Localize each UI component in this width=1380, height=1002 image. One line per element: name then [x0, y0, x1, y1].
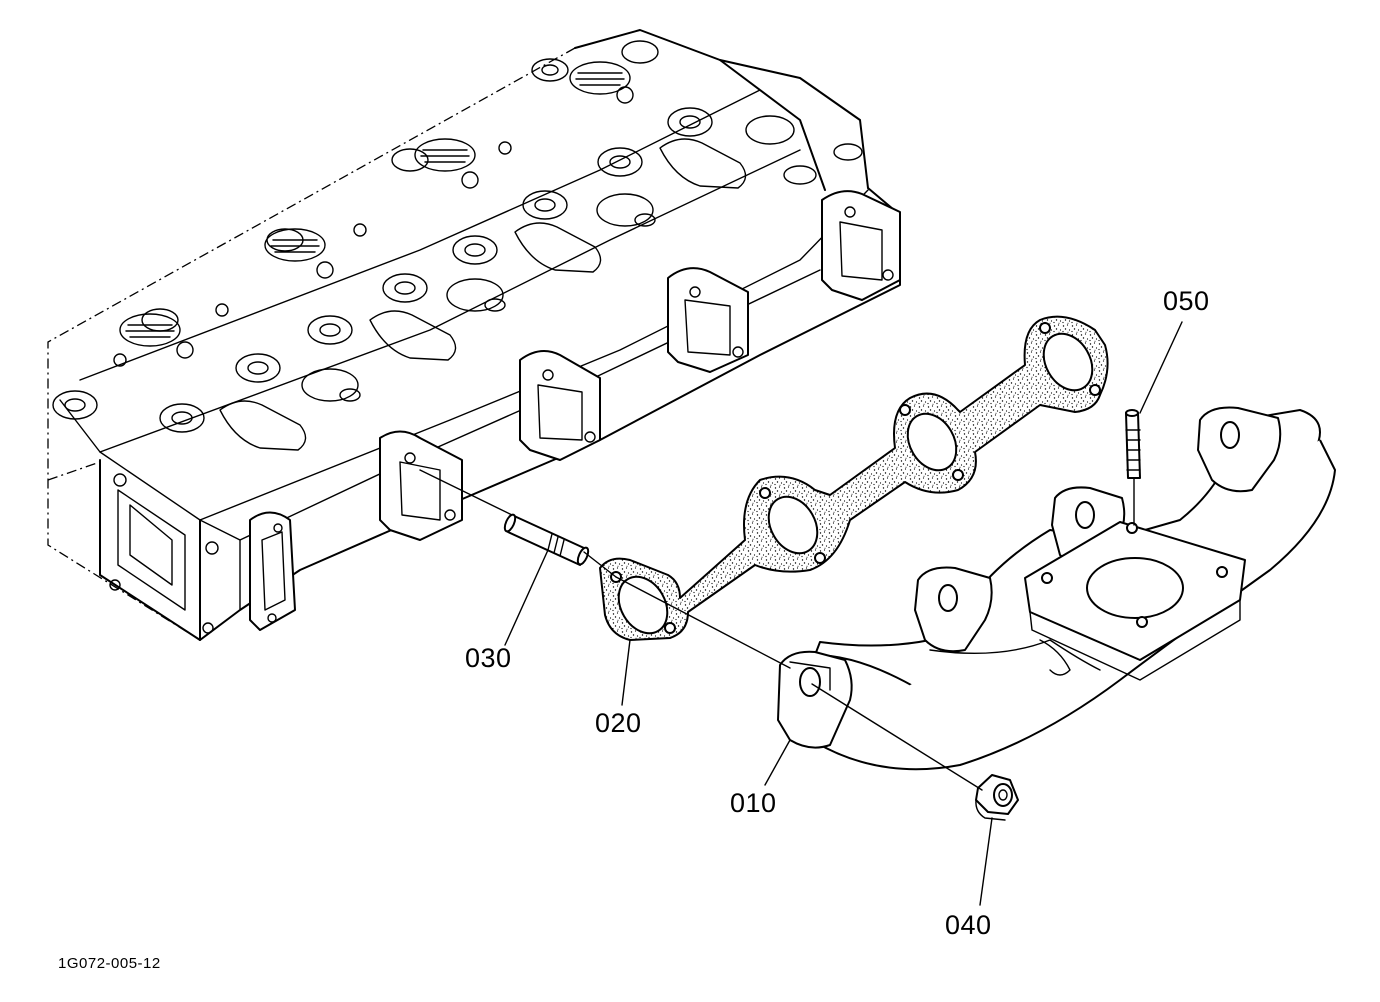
stud-050	[1125, 409, 1141, 479]
cylinder-head	[47, 29, 901, 641]
exhaust-manifold-010	[777, 406, 1336, 771]
callout-010: 010	[730, 788, 777, 818]
leader-lines	[504, 321, 1183, 906]
stud-030	[503, 513, 590, 566]
exhaust-port-boss	[519, 350, 601, 461]
callout-050: 050	[1163, 286, 1210, 316]
exhaust-port-boss	[821, 190, 901, 301]
exhaust-port-boss	[667, 267, 749, 373]
flange-nut-040	[975, 774, 1019, 821]
figure-code: 1G072-005-12	[58, 955, 161, 972]
exhaust-port-boss	[249, 511, 296, 631]
gasket-020	[599, 315, 1109, 641]
head-deck-features	[52, 40, 863, 451]
exhaust-port-boss	[379, 430, 463, 541]
assembly-lines	[419, 469, 1135, 791]
callout-020: 020	[595, 708, 642, 738]
callout-030: 030	[465, 643, 512, 673]
callout-040: 040	[945, 910, 992, 940]
